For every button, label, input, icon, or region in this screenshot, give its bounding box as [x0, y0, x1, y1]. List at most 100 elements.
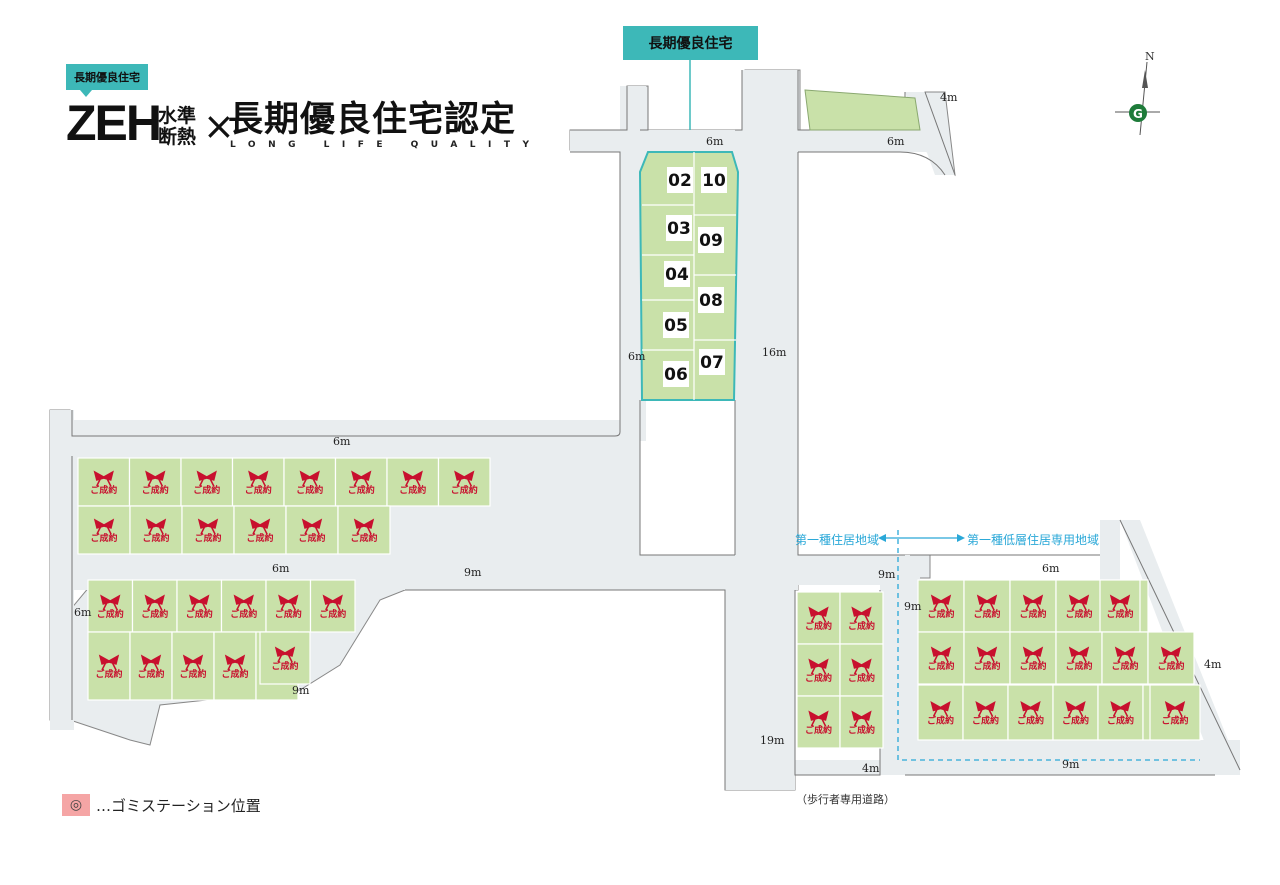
sold-label: ご成約: [1065, 660, 1092, 672]
sold-lot: ご成約: [334, 457, 388, 507]
sold-label: ご成約: [142, 484, 169, 496]
sold-label: ご成約: [142, 532, 169, 544]
sold-label: ご成約: [230, 608, 257, 620]
sold-lot: ご成約: [181, 505, 235, 555]
lot-number-07: 07: [700, 353, 724, 373]
sold-lot: ご成約: [171, 631, 215, 701]
dimension-right-of-block: 16m: [762, 346, 787, 359]
sold-label: ご成約: [186, 608, 213, 620]
ribbon-icon: [145, 470, 166, 487]
ribbon-icon: [851, 658, 872, 675]
sold-label: ご成約: [1019, 608, 1046, 620]
lot-number-03: 03: [667, 219, 691, 239]
sold-label: ご成約: [805, 620, 832, 632]
ribbon-icon: [182, 654, 204, 671]
ribbon-icon: [100, 594, 121, 611]
sold-label: ご成約: [927, 660, 954, 672]
sold-lot: ご成約: [129, 505, 183, 555]
sold-label: ご成約: [1062, 715, 1089, 727]
zeh-subtitle: 水準断熱: [158, 105, 197, 148]
lot-number-bg: [666, 215, 692, 241]
sold-label: ご成約: [973, 660, 1000, 672]
badge-long-life-small: 長期優良住宅: [66, 64, 148, 97]
sold-lot: ご成約: [220, 579, 267, 633]
compass-icon: G N: [1115, 50, 1160, 136]
sold-lot: ご成約: [129, 631, 173, 701]
sold-label: ご成約: [1161, 715, 1188, 727]
ribbon-icon: [140, 654, 162, 671]
ribbon-icon: [930, 646, 952, 663]
sold-lot: ご成約: [917, 631, 965, 685]
lot-number-04: 04: [665, 265, 689, 285]
lot-number-10: 10: [702, 171, 726, 191]
sold-label: ご成約: [805, 672, 832, 684]
sold-label: ご成約: [805, 724, 832, 736]
sold-lot: ご成約: [259, 631, 311, 685]
ribbon-icon: [233, 594, 254, 611]
sold-label: ご成約: [246, 532, 273, 544]
dimension-right-north-road: 9m: [878, 568, 896, 581]
ribbon-icon: [1065, 701, 1086, 717]
ribbon-icon: [808, 710, 829, 727]
dimension-right-top: 6m: [1042, 562, 1060, 575]
ribbon-icon: [322, 594, 343, 611]
sold-label: ご成約: [1065, 608, 1092, 620]
sold-lot: ご成約: [309, 579, 356, 633]
ribbon-icon: [402, 470, 423, 487]
pedestrian-note: （歩行者専用道路）: [796, 793, 895, 806]
sold-lot: ご成約: [963, 631, 1011, 685]
sold-lots: ご成約ご成約ご成約ご成約ご成約ご成約ご成約ご成約ご成約ご成約ご成約ご成約ご成約ご…: [77, 457, 1201, 749]
top-long-life-badge: 長期優良住宅: [623, 26, 758, 60]
sold-lot: ご成約: [839, 643, 884, 697]
sold-label: ご成約: [271, 660, 298, 672]
sold-label: ご成約: [1111, 660, 1138, 672]
sold-lot: ご成約: [796, 695, 841, 749]
ribbon-icon: [1068, 594, 1090, 611]
sold-label: ご成約: [399, 484, 426, 496]
ribbon-icon: [144, 594, 165, 611]
sold-label: ご成約: [296, 484, 323, 496]
ribbon-icon: [1020, 701, 1041, 717]
sold-lot: ご成約: [213, 631, 257, 701]
ribbon-icon: [1160, 646, 1182, 663]
sold-label: ご成約: [141, 608, 168, 620]
sold-label: ご成約: [972, 715, 999, 727]
zone-boundary: [885, 530, 1200, 761]
sold-lot: ご成約: [1147, 631, 1195, 685]
sold-label: ご成約: [1157, 660, 1184, 672]
lot-number-bg: [663, 361, 689, 387]
sold-lot: ご成約: [233, 505, 287, 555]
lot-number-bg: [667, 167, 693, 193]
ribbon-icon: [851, 606, 872, 623]
sold-lot: ご成約: [176, 579, 223, 633]
dimension-mid-left-road: 6m: [272, 562, 290, 575]
sold-lot: ご成約: [839, 695, 884, 749]
ribbon-icon: [93, 470, 114, 487]
sold-lot: ご成約: [131, 579, 178, 633]
ribbon-icon: [1022, 646, 1044, 663]
legend: ◎ …ゴミステーション位置: [62, 794, 261, 816]
sold-label: ご成約: [1019, 660, 1046, 672]
sold-lot: ご成約: [1055, 631, 1103, 685]
dimension-upper-left-road: 6m: [333, 435, 351, 448]
sold-lot: ご成約: [128, 457, 182, 507]
lot-number-08: 08: [699, 291, 723, 311]
ribbon-icon: [1110, 701, 1131, 717]
sold-lot: ご成約: [1052, 684, 1099, 741]
sold-lot: ご成約: [1007, 684, 1054, 741]
ribbon-icon: [851, 710, 872, 727]
sold-lot: ご成約: [1009, 579, 1057, 633]
ribbon-icon: [454, 470, 475, 487]
dimension-top-right-road: 6m: [887, 135, 905, 148]
sold-lot: ご成約: [1097, 684, 1144, 741]
lot-number-bg: [701, 167, 727, 193]
sold-label: ご成約: [350, 532, 377, 544]
sold-label: ご成約: [848, 620, 875, 632]
sold-lot: ご成約: [796, 643, 841, 697]
ribbon-icon: [93, 518, 115, 535]
dimension-lower-left-road: 9m: [292, 684, 310, 697]
garbage-station-icon: ◎: [62, 794, 90, 816]
ribbon-icon: [274, 646, 296, 663]
